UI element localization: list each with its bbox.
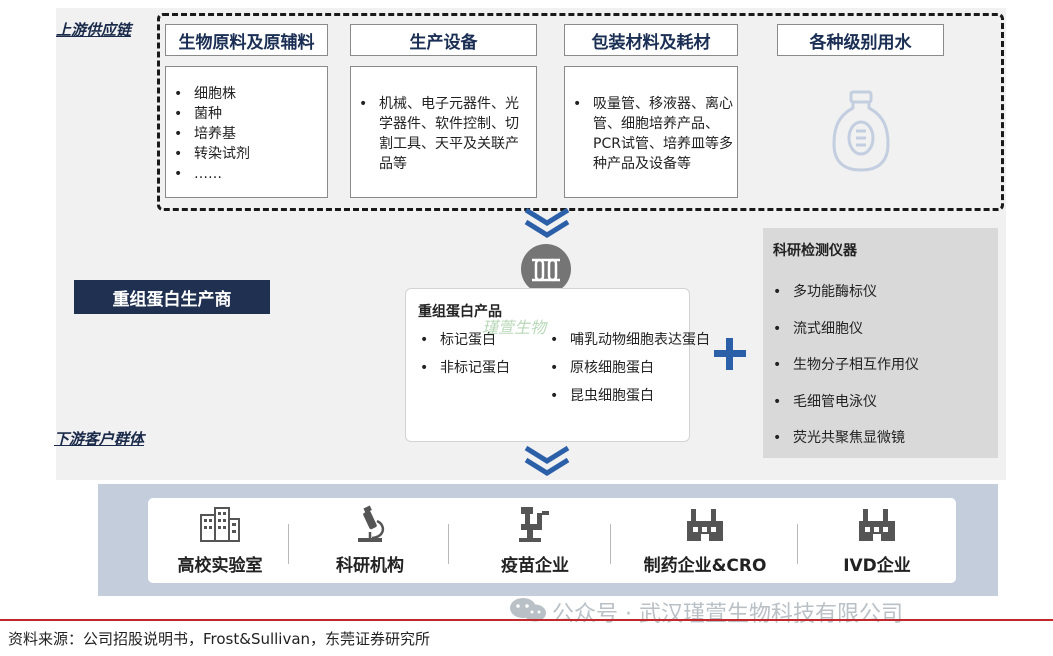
- divider: [610, 524, 611, 564]
- lab-robot-icon: [519, 507, 549, 542]
- category-water-title: 各种级别用水: [777, 24, 944, 56]
- list-item: ……: [174, 164, 327, 184]
- category-packaging-title: 包装材料及耗材: [564, 24, 738, 56]
- upstream-label: 上游供应链: [56, 21, 132, 39]
- factory-icon: [687, 509, 723, 541]
- list-item: 昆虫细胞蛋白: [550, 382, 710, 410]
- building-icon: [200, 507, 240, 542]
- divider: [288, 524, 289, 564]
- plus-icon: [710, 334, 750, 374]
- category-raw-materials-title: 生物原料及原辅料: [165, 24, 328, 56]
- list-item: 转染试剂: [174, 144, 327, 164]
- instruments-title: 科研检测仪器: [773, 243, 857, 259]
- list-item: 细胞株: [174, 84, 327, 104]
- list-item: 培养基: [174, 124, 327, 144]
- recombinant-protein-products-box: 重组蛋白产品 标记蛋白 非标记蛋白 哺乳动物细胞表达蛋白 原核细胞蛋白 昆虫细胞…: [405, 288, 710, 442]
- customer-pharma-cro: 制药企业&CRO: [640, 505, 770, 576]
- chevron-down-icon: [522, 206, 572, 240]
- chevron-down-icon: [522, 444, 572, 478]
- list-item: 哺乳动物细胞表达蛋白: [550, 326, 710, 354]
- category-packaging-body: 吸量管、移液器、离心管、细胞培养产品、PCR试管、培养皿等多种产品及设备等: [564, 66, 738, 198]
- instruments-box: 科研检测仪器 多功能酶标仪 流式细胞仪 生物分子相互作用仪 毛细管电泳仪 荧光共…: [763, 228, 998, 458]
- divider: [797, 524, 798, 564]
- customer-vaccine-company: 疫苗企业: [470, 505, 600, 576]
- customer-label: IVD企业: [843, 556, 911, 576]
- downstream-label: 下游客户群体: [54, 430, 145, 448]
- upstream-dashed-frame: [157, 13, 1004, 211]
- category-equipment-body: 机械、电子元器件、光学器件、软件控制、切割工具、天平及关联产品等: [350, 66, 537, 198]
- customer-research-institute: 科研机构: [305, 505, 435, 576]
- test-tubes-icon: [520, 243, 572, 295]
- customer-label: 高校实验室: [177, 556, 263, 576]
- customer-label: 科研机构: [336, 556, 404, 576]
- customer-label: 制药企业&CRO: [643, 556, 767, 576]
- list-item: 流式细胞仪: [773, 311, 919, 348]
- source-divider: [0, 619, 1053, 621]
- list-item: 吸量管、移液器、离心管、细胞培养产品、PCR试管、培养皿等多种产品及设备等: [573, 94, 733, 174]
- list-item: 生物分子相互作用仪: [773, 347, 919, 384]
- customer-ivd-company: IVD企业: [812, 505, 942, 576]
- source-text: 资料来源：公司招股说明书，Frost&Sullivan，东莞证券研究所: [8, 630, 431, 648]
- category-raw-materials-body: 细胞株 菌种 培养基 转染试剂 ……: [165, 66, 328, 198]
- list-item: 荧光共聚焦显微镜: [773, 420, 919, 457]
- watermark-small: 瑾萱生物: [482, 318, 547, 337]
- list-item: 非标记蛋白: [420, 354, 510, 382]
- divider: [448, 524, 449, 564]
- customer-label: 疫苗企业: [501, 556, 569, 576]
- list-item: 毛细管电泳仪: [773, 384, 919, 421]
- product-box-title: 重组蛋白产品: [418, 304, 502, 320]
- customer-university-lab: 高校实验室: [155, 505, 285, 576]
- microscope-icon: [358, 505, 385, 542]
- list-item: 菌种: [174, 104, 327, 124]
- watermark-text: 公众号 · 武汉瑾萱生物科技有限公司: [552, 602, 903, 627]
- factory-icon: [859, 509, 895, 541]
- list-item: 多功能酶标仪: [773, 274, 919, 311]
- list-item: 原核细胞蛋白: [550, 354, 710, 382]
- list-item: 标记蛋白: [420, 326, 510, 354]
- list-item: 机械、电子元器件、光学器件、软件控制、切割工具、天平及关联产品等: [359, 94, 528, 174]
- category-equipment-title: 生产设备: [350, 24, 537, 56]
- water-bottle-icon: [826, 86, 896, 176]
- wechat-icon: [508, 596, 548, 624]
- manufacturer-badge: 重组蛋白生产商: [74, 280, 270, 314]
- customer-panel: [148, 498, 956, 583]
